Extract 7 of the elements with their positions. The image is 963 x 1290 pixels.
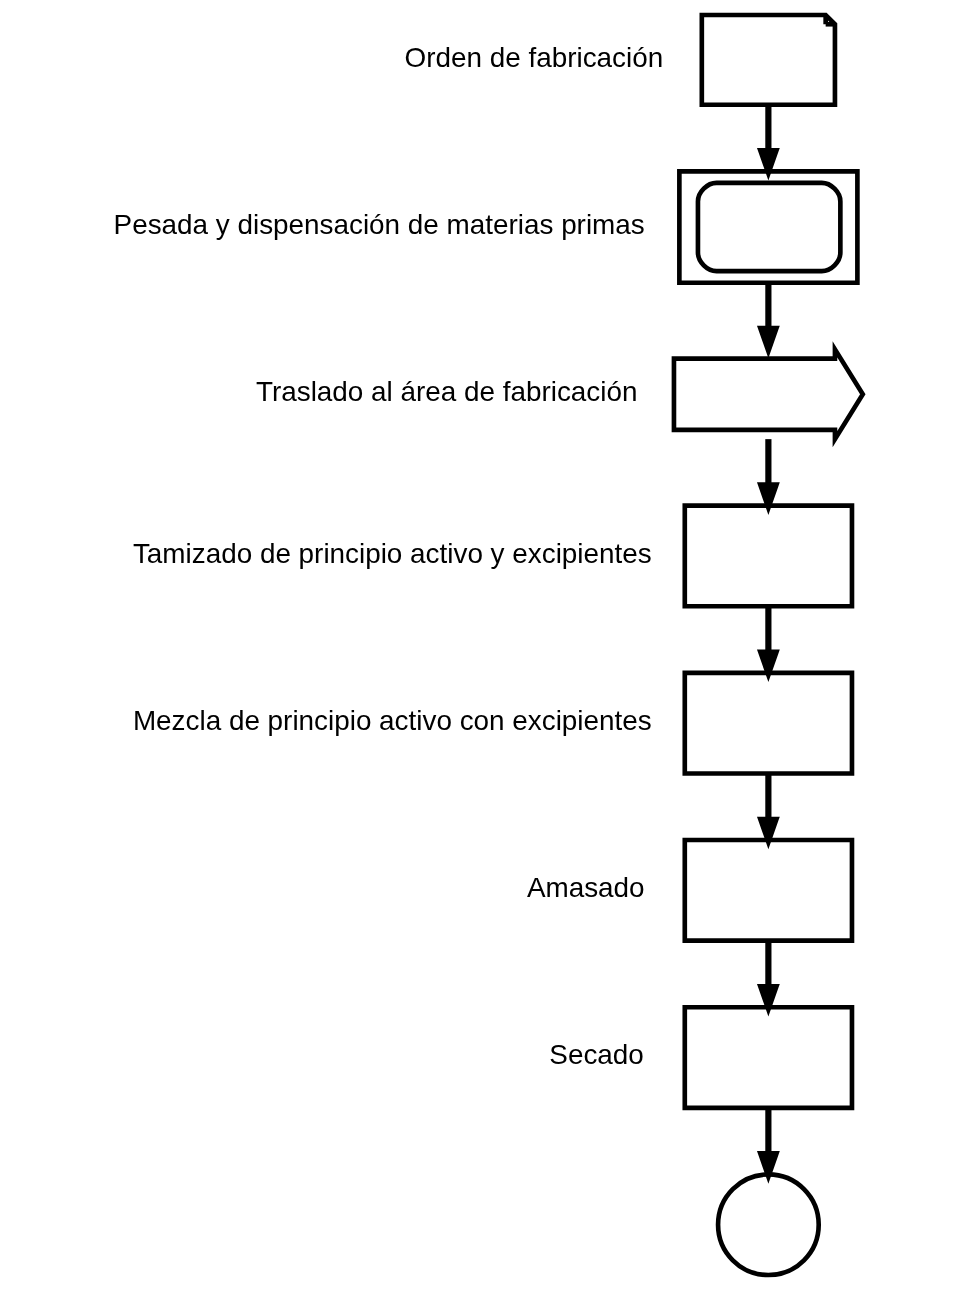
node-label: Pesada y dispensación de materias primas [113,208,645,240]
node-label: Orden de fabricación [404,41,663,73]
node-label: Tamizado de principio activo y excipientes [132,537,652,569]
node-label: Amasado [526,872,645,904]
node-label: Traslado al área de fabricación [255,376,637,408]
node-label: Secado [548,1039,644,1071]
node-label: Mezcla de principio activo con excipientes [132,704,652,736]
